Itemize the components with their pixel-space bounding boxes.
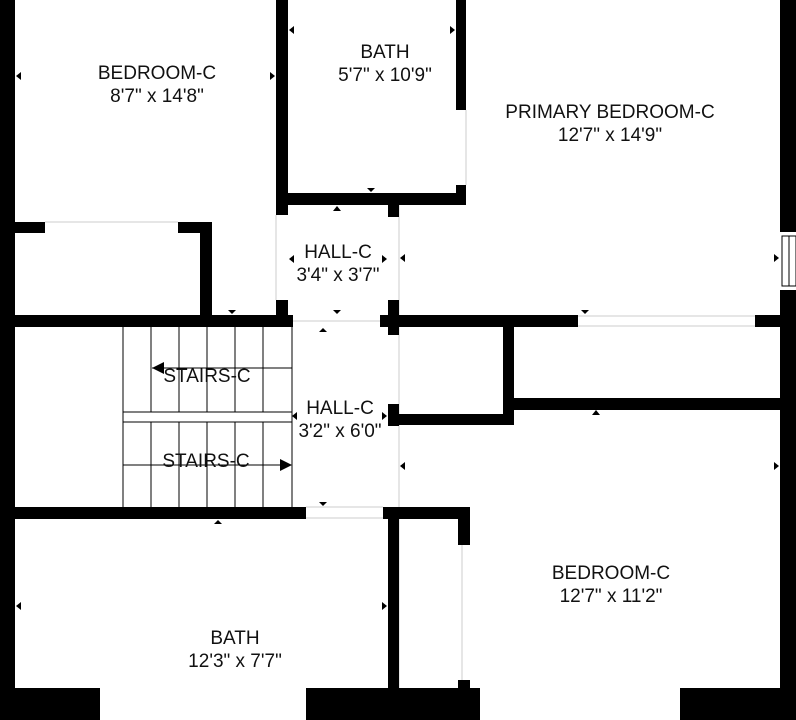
room-dims: 3'4" x 3'7" (296, 265, 380, 286)
room-name: BEDROOM-C (97, 63, 217, 84)
room-label-bath-2: BATH 12'3" x 7'7" (188, 627, 282, 673)
room-name: PRIMARY BEDROOM-C (505, 102, 715, 123)
arrow-left-icon (152, 362, 164, 374)
room-dims: 3'2" x 6'0" (298, 421, 382, 442)
room-dims: 8'7" x 14'8" (110, 86, 204, 107)
room-name: BATH (360, 42, 410, 63)
room-label-bedroom-2: BEDROOM-C 12'7" x 11'2" (552, 562, 670, 608)
stairs (122, 327, 293, 507)
arrow-right-icon (280, 459, 292, 471)
stair-arrows (152, 362, 292, 471)
room-label-hall-1: HALL-C 3'4" x 3'7" (296, 241, 379, 287)
room-name: HALL-C (306, 398, 374, 419)
room-label-bedroom-1: BEDROOM-C 8'7" x 14'8" (98, 62, 216, 108)
room-label-primary-bedroom: PRIMARY BEDROOM-C 12'7" x 14'9" (505, 101, 714, 147)
room-label-bath-1: BATH 5'7" x 10'9" (338, 41, 432, 87)
room-dims: 12'3" x 7'7" (188, 651, 282, 672)
room-name: BEDROOM-C (551, 563, 671, 584)
room-dims: 12'7" x 14'9" (557, 125, 663, 146)
dimension-markers (16, 26, 779, 610)
room-name: HALL-C (304, 242, 372, 263)
stairs-label-down: STAIRS-C (162, 451, 250, 472)
room-dims: 12'7" x 11'2" (559, 586, 663, 607)
stairs-label-up: STAIRS-C (163, 366, 251, 387)
room-label-hall-2: HALL-C 3'2" x 6'0" (298, 397, 381, 443)
room-dims: 5'7" x 10'9" (338, 65, 432, 86)
room-name: BATH (210, 628, 260, 649)
window (781, 235, 796, 287)
